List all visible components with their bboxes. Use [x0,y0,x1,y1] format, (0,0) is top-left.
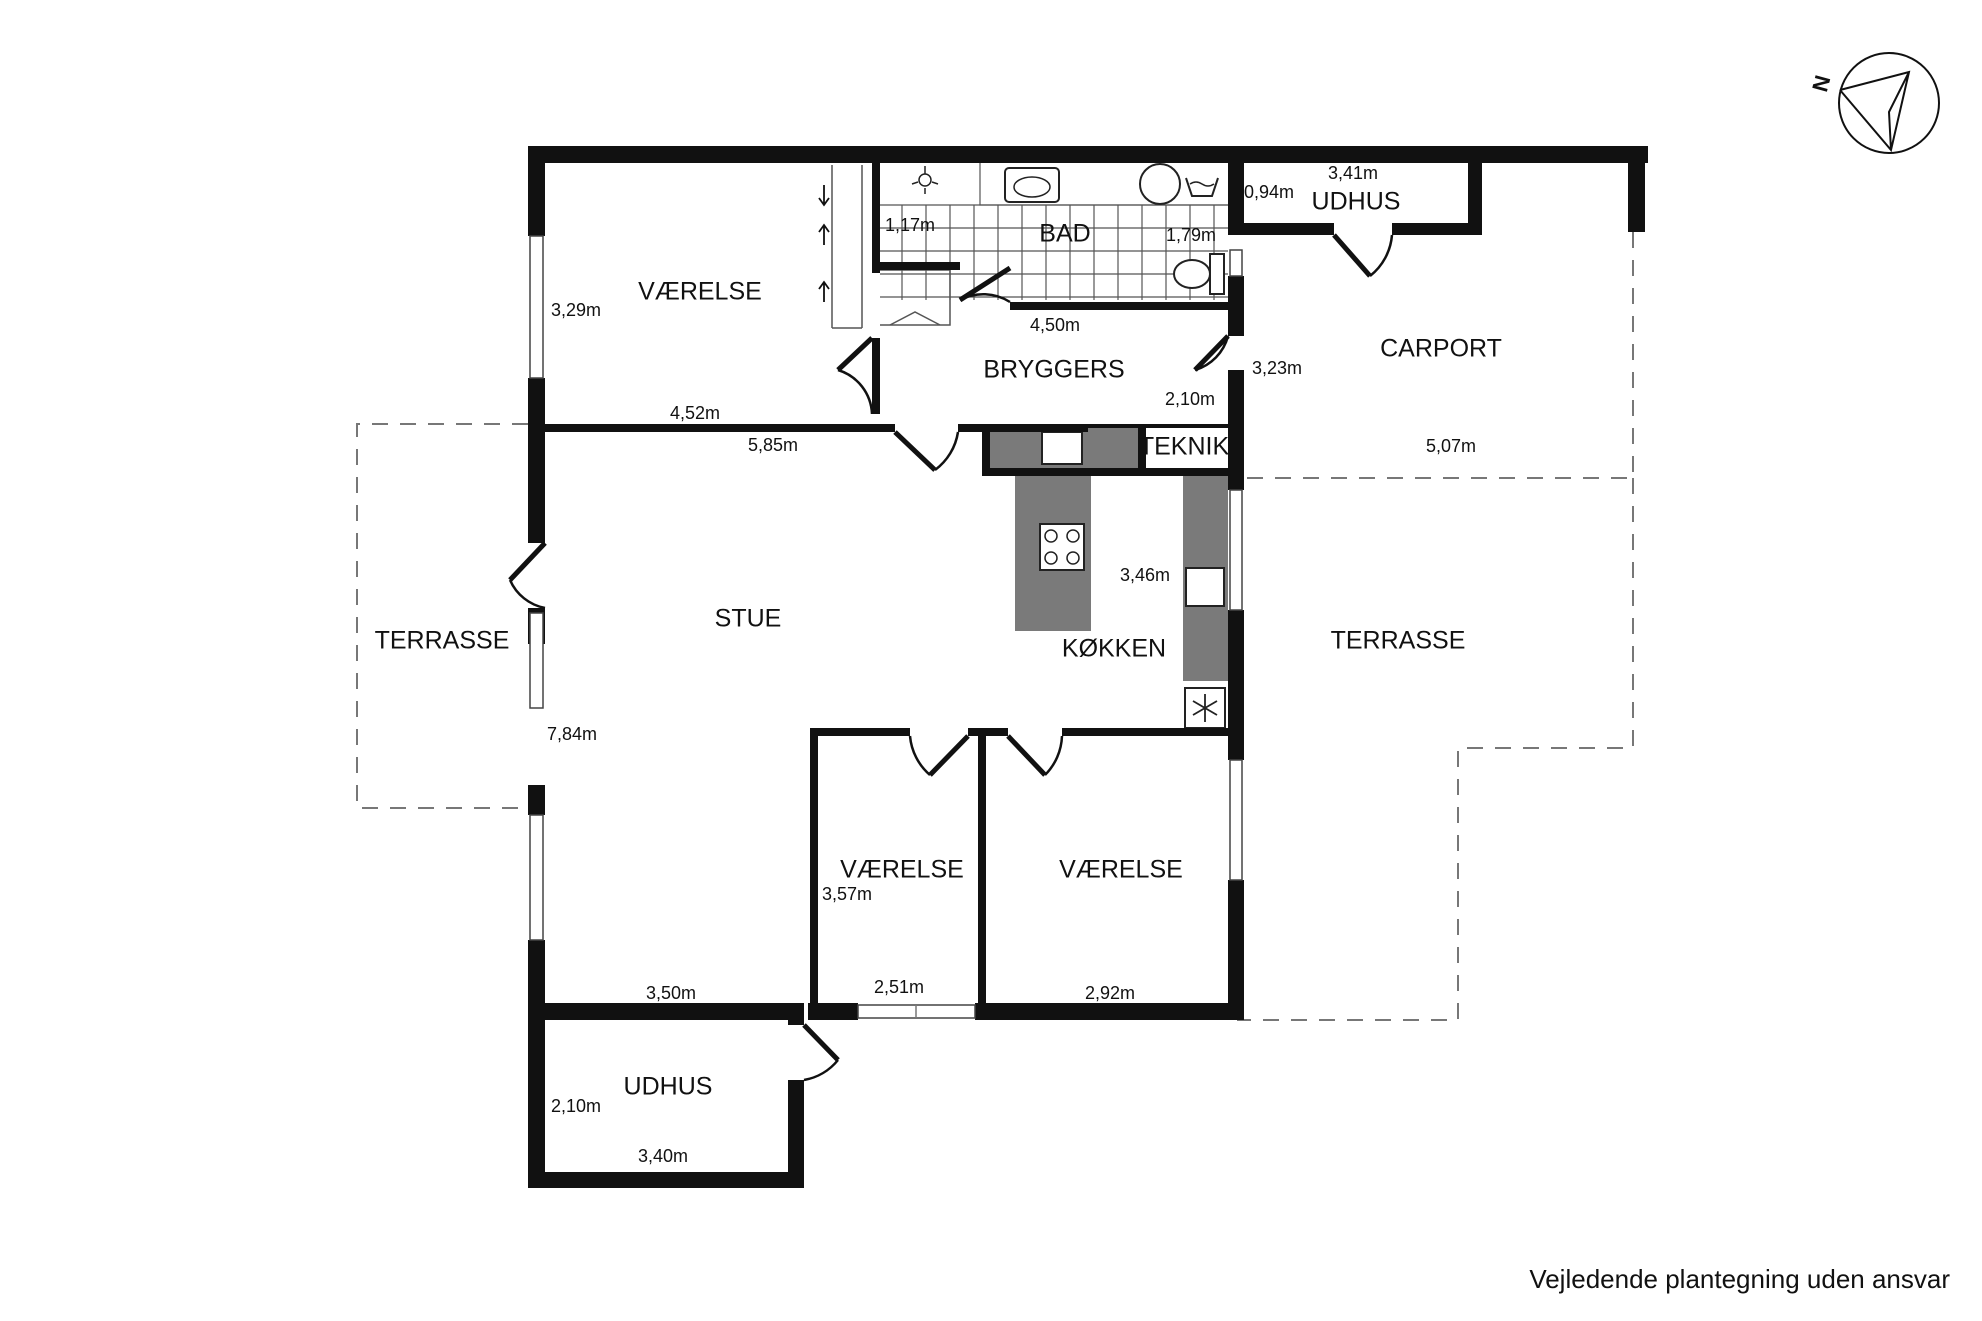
dim-vaerelse-mid-w: 2,51m [874,977,924,997]
room-label-udhus-bottom: UDHUS [624,1073,713,1101]
dim-vaerelse-mid-h: 3,57m [822,884,872,904]
cooktop-icon [1039,523,1085,571]
dim-udhus-bottom-h: 2,10m [551,1096,601,1116]
dim-stue-top-w: 5,85m [748,435,798,455]
washing-machine-icon [1139,163,1181,205]
walls [528,146,1648,1188]
room-label-terrasse-right: TERRASSE [1331,627,1466,655]
dim-stue-h: 7,84m [547,724,597,744]
outdoor-outlines [356,232,1634,1021]
room-label-vaerelse-mid: VÆRELSE [840,856,964,884]
sink-icon-right [1185,567,1225,607]
doors [508,233,1394,1082]
attic-ladder [818,165,863,329]
dim-bad-h: 1,79m [1166,225,1216,245]
dim-stue-bottom-w: 3,50m [646,983,696,1003]
room-label-teknik: TEKNIK [1139,433,1230,461]
dim-carport-w: 5,07m [1426,436,1476,456]
north-arrow-icon: N [1807,52,1940,154]
dim-udhus-top-h: 0,94m [1244,182,1294,202]
dim-bad-w: 4,50m [1030,315,1080,335]
dim-koekken-h: 3,46m [1120,565,1170,585]
disclaimer-note: Vejledende plantegning uden ansvar [1529,1264,1950,1294]
dim-vaerelse-right-w: 2,92m [1085,983,1135,1003]
room-label-terrasse-left: TERRASSE [375,627,510,655]
dim-udhus-bottom-w: 3,40m [638,1146,688,1166]
sink-icon [1041,431,1083,465]
carport-outline [1237,232,1634,479]
laundry-icon [1185,177,1219,197]
room-label-bryggers: BRYGGERS [983,356,1124,384]
shower-icon [911,166,939,194]
dim-carport-h: 3,23m [1252,358,1302,378]
room-label-vaerelse-top: VÆRELSE [638,278,762,306]
bathroom-tiles [880,159,1231,300]
windows [529,235,1243,1019]
dim-udhus-top-w: 3,41m [1328,163,1378,183]
toilet-icon [1173,253,1225,295]
compass-north-label: N [1807,73,1835,95]
terrasse-right-outline [1237,478,1634,1021]
room-label-stue: STUE [715,605,782,633]
dim-bryggers-h: 2,10m [1165,389,1215,409]
dim-vaerelse-top-h: 3,29m [551,300,601,320]
dim-bad-small: 1,17m [885,215,935,235]
room-label-vaerelse-right: VÆRELSE [1059,856,1183,884]
terrasse-left-outline [356,423,528,809]
room-label-carport: CARPORT [1380,335,1502,363]
room-label-koekken: KØKKEN [1062,635,1166,663]
room-label-udhus-top: UDHUS [1312,188,1401,216]
dim-vaerelse-top-w: 4,52m [670,403,720,423]
kitchen-counters [990,428,1228,729]
bathroom-fixtures [911,163,1225,295]
room-label-bad: BAD [1039,220,1090,248]
dimension-labels: 3,29m 4,52m 1,17m 1,79m 4,50m 3,41m 0,94… [547,163,1476,1166]
room-labels: VÆRELSE BAD UDHUS CARPORT BRYGGERS TEKNI… [375,188,1502,1101]
